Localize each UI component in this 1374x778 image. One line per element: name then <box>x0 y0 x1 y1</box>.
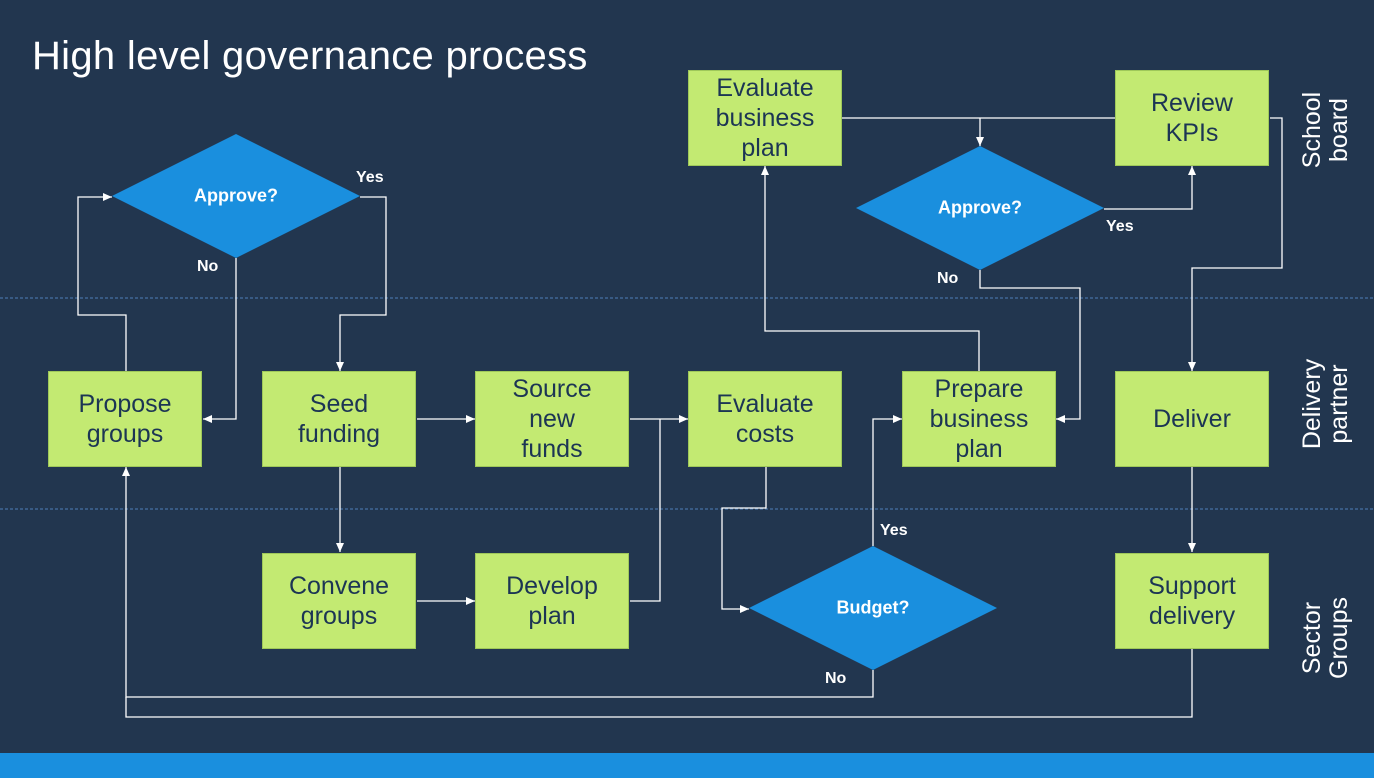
edge-budget-no-to-propose <box>122 467 874 698</box>
step-develop-plan: Develop plan <box>475 553 629 649</box>
edge-kpis-to-deliver <box>1188 117 1283 371</box>
decision-approve-left <box>112 134 360 258</box>
bottom-accent-bar <box>0 753 1374 778</box>
step-source-new-funds: Source new funds <box>475 371 629 467</box>
edge-propose-to-approve <box>77 193 127 371</box>
edge-label-right-yes: Yes <box>1106 218 1134 235</box>
step-convene-groups: Convene groups <box>262 553 416 649</box>
step-propose-groups: Propose groups <box>48 371 202 467</box>
decision-approve-left-label: Approve? <box>193 185 279 206</box>
edge-label-budget-yes: Yes <box>880 522 908 539</box>
step-review-kpis: Review KPIs <box>1115 70 1269 166</box>
edge-label-budget-no: No <box>825 670 847 687</box>
edge-evaluate-costs-to-budget <box>721 467 767 613</box>
step-prepare-business-plan: Prepare business plan <box>902 371 1056 467</box>
edge-label-left-no: No <box>197 258 219 275</box>
lane-label-sector-groups: Sector Groups <box>1298 597 1353 679</box>
edge-approve-no-to-prepare <box>979 270 1081 423</box>
edge-approve-yes-to-kpis <box>1104 166 1196 210</box>
decision-approve-right-label: Approve? <box>937 197 1023 218</box>
edge-support-delivery-loop <box>125 649 1193 718</box>
step-seed-funding: Seed funding <box>262 371 416 467</box>
edge-label-left-yes: Yes <box>356 169 384 186</box>
page-title: High level governance process <box>32 34 588 78</box>
edge-prepare-to-evaluate-business <box>761 166 980 371</box>
step-evaluate-costs: Evaluate costs <box>688 371 842 467</box>
lane-label-school-board: School board <box>1298 91 1353 169</box>
decision-approve-right <box>856 146 1104 270</box>
edge-develop-to-evaluate-costs <box>630 419 661 602</box>
edge-budget-yes-to-prepare <box>872 415 902 546</box>
step-support-delivery: Support delivery <box>1115 553 1269 649</box>
edge-approve-yes-to-seed <box>336 196 387 371</box>
edge-approve-no-to-propose <box>203 258 237 423</box>
step-evaluate-business-plan: Evaluate business plan <box>688 70 842 166</box>
decision-budget-label: Budget? <box>836 597 910 618</box>
edge-label-right-no: No <box>937 270 959 287</box>
lane-label-delivery-partner: Delivery partner <box>1298 358 1353 450</box>
step-deliver: Deliver <box>1115 371 1269 467</box>
decision-budget <box>749 546 997 670</box>
